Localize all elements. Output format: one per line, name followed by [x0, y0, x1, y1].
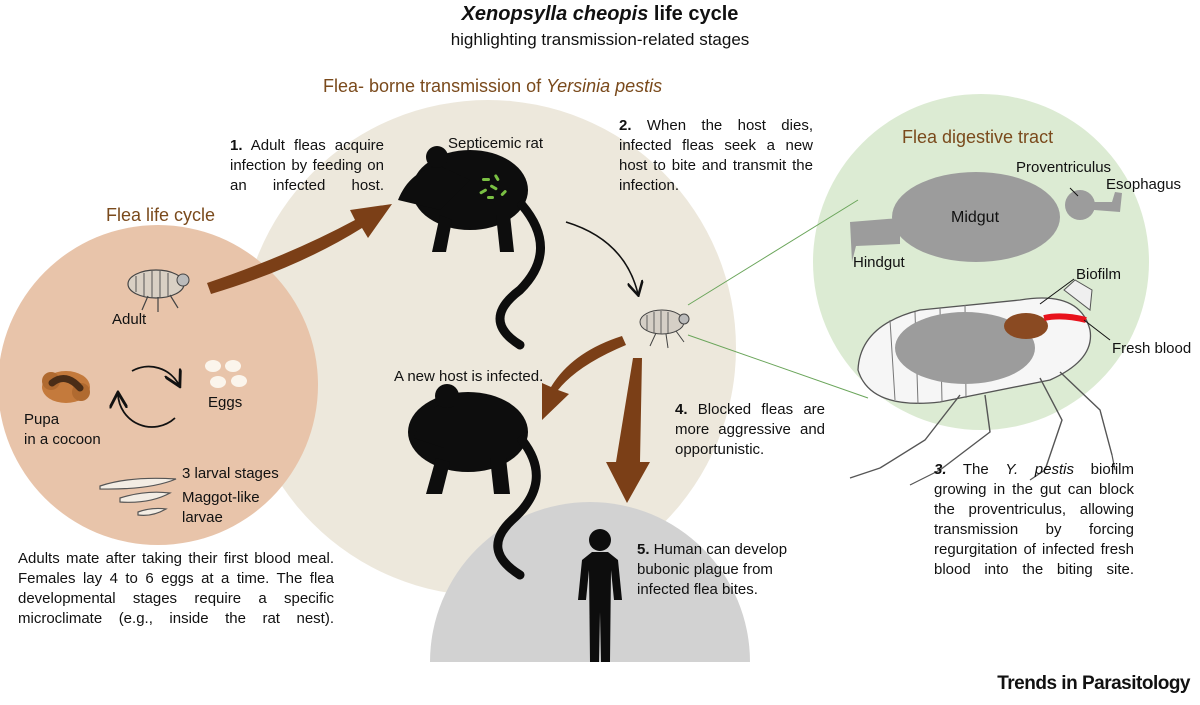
lifecycle-arrow-left [118, 394, 176, 428]
midgut-label: Midgut [951, 209, 1000, 226]
proventriculus-pointer [1069, 187, 1079, 197]
proventriculus-label: Proventriculus [1016, 159, 1112, 176]
diagram-subtitle: highlighting transmission-related stages [450, 30, 750, 49]
flea-lifecycle-circle [0, 225, 318, 545]
septicemic-rat-icon [398, 146, 545, 350]
fresh-blood-label: Fresh blood [1112, 340, 1192, 357]
new-host-label: A new host is infected. [394, 368, 544, 385]
larvae-icon [99, 477, 177, 516]
infected-flea-icon [639, 309, 690, 349]
journal-brand: Trends in Parasitology [997, 673, 1190, 694]
pupa-cocoon-icon [42, 371, 90, 403]
gut-diagram [850, 172, 1122, 262]
digestive-heading: Flea digestive tract [902, 127, 1054, 147]
larval-stages-label: 3 larval stages [182, 465, 279, 482]
step3-text: 3. The Y. pestis biofilm growing in the … [934, 461, 1134, 578]
lifecycle-arrow-right [131, 365, 179, 385]
eggs-icon [205, 360, 247, 388]
septicemic-rat-label: Septicemic rat [448, 135, 544, 152]
human-silhouette-icon [578, 529, 622, 662]
step5-text: 5. Human can develop bubonic plague from… [637, 541, 788, 598]
hindgut-label: Hindgut [853, 254, 905, 271]
adult-flea-icon [127, 269, 190, 312]
zoom-line-bottom [687, 334, 869, 399]
biofilm-pointer [1039, 278, 1075, 305]
eggs-label: Eggs [208, 394, 243, 411]
new-host-rat-icon [408, 384, 541, 580]
zoom-line-top [687, 199, 859, 306]
fresh-blood-icon [1043, 313, 1087, 323]
fresh-blood-pointer [1083, 319, 1111, 341]
arrow-to-septicemic-rat [207, 204, 392, 294]
step1-text: 1. Adult fleas acquire infection by feed… [230, 137, 384, 194]
diagram-title: Xenopsylla cheopis life cycle [461, 3, 739, 25]
adult-label: Adult [112, 311, 147, 328]
esophagus-label: Esophagus [1106, 176, 1182, 193]
digestive-flea-icon [849, 279, 1116, 486]
lifecycle-heading: Flea life cycle [106, 205, 216, 225]
step4-text: 4. Blocked fleas are more aggressive and… [675, 401, 825, 458]
arrow-to-new-host [542, 336, 626, 420]
step2-text: 2. When the host dies, infected fleas se… [619, 117, 813, 194]
biofilm-blob [1004, 313, 1048, 339]
arrow-rat-dies [565, 221, 638, 294]
transmission-heading: Flea- borne transmission of Yersinia pes… [323, 76, 663, 96]
lifecycle-caption: Adults mate after taking their first blo… [18, 550, 334, 627]
arrow-to-human [606, 358, 650, 503]
biofilm-label: Biofilm [1076, 266, 1122, 283]
